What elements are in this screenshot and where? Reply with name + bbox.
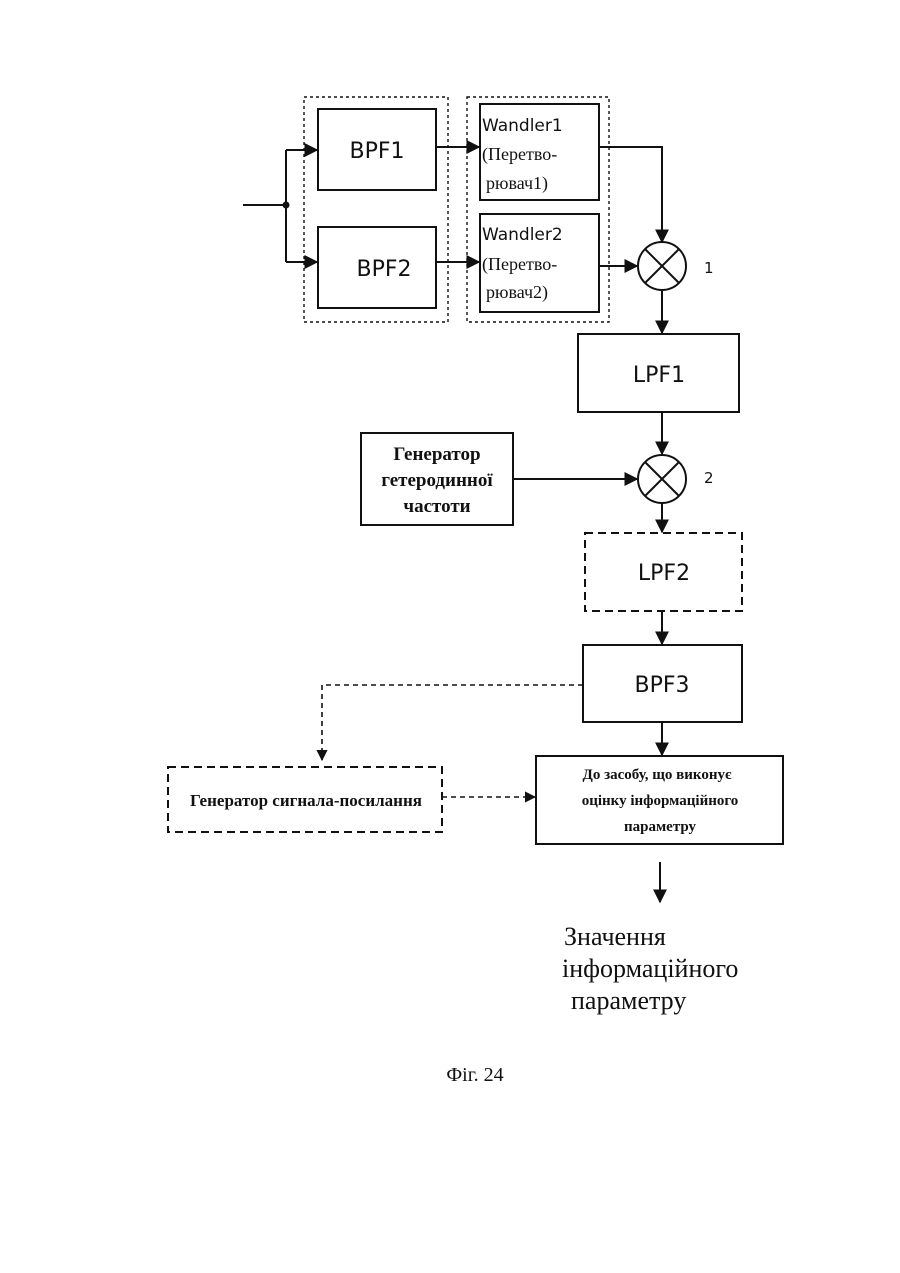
output-label-3: параметру	[571, 986, 686, 1015]
estimator-label-1: До засобу, що виконує	[583, 767, 732, 783]
bpf2-label: BPF2	[356, 257, 411, 282]
wandler2-label-3: рювач2)	[486, 282, 548, 303]
wandler1-block: Wandler1 (Перетво- рювач1)	[480, 104, 599, 200]
estimator-block: До засобу, що виконує оцінку інформаційн…	[536, 756, 783, 844]
bpf1-block: BPF1	[318, 109, 436, 190]
lpf2-label: LPF2	[638, 561, 690, 586]
output-label-2: інформаційного	[562, 954, 738, 983]
dashed-arrow-bpf3-reference	[322, 685, 583, 760]
estimator-label-2: оцінку інформаційного	[582, 793, 739, 809]
bpf2-block: BPF2	[318, 227, 436, 308]
mixer1: 1	[638, 242, 714, 290]
wandler1-label-1: Wandler1	[482, 116, 563, 136]
heterodyne-label-3: частоти	[403, 496, 470, 517]
estimator-label-3: параметру	[624, 819, 697, 835]
mixer2: 2	[638, 455, 714, 503]
wandler2-label-1: Wandler2	[482, 225, 563, 245]
output-label-1: Значення	[564, 922, 666, 951]
wandler2-block: Wandler2 (Перетво- рювач2)	[480, 214, 599, 312]
mixer1-number: 1	[704, 259, 714, 277]
figure-caption: Фіг. 24	[446, 1064, 503, 1086]
bpf1-label: BPF1	[349, 139, 404, 164]
heterodyne-generator-block: Генератор гетеродинної частоти	[361, 433, 513, 525]
lpf1-block: LPF1	[578, 334, 739, 412]
reference-generator-label: Генератор сигнала-посилання	[190, 791, 422, 810]
output-label: Значення інформаційного параметру	[562, 922, 738, 1015]
wandler1-label-3: рювач1)	[486, 173, 548, 194]
mixer2-number: 2	[704, 469, 714, 487]
lpf1-label: LPF1	[633, 363, 685, 388]
lpf2-block: LPF2	[585, 533, 742, 611]
heterodyne-label-1: Генератор	[393, 444, 480, 465]
bpf3-label: BPF3	[634, 673, 689, 698]
heterodyne-label-2: гетеродинної	[381, 470, 493, 491]
wandler2-label-2: (Перетво-	[482, 254, 557, 275]
wandler1-label-2: (Перетво-	[482, 144, 557, 165]
input-line	[243, 150, 317, 262]
reference-generator-block: Генератор сигнала-посилання	[168, 767, 442, 832]
bpf3-block: BPF3	[583, 645, 742, 722]
